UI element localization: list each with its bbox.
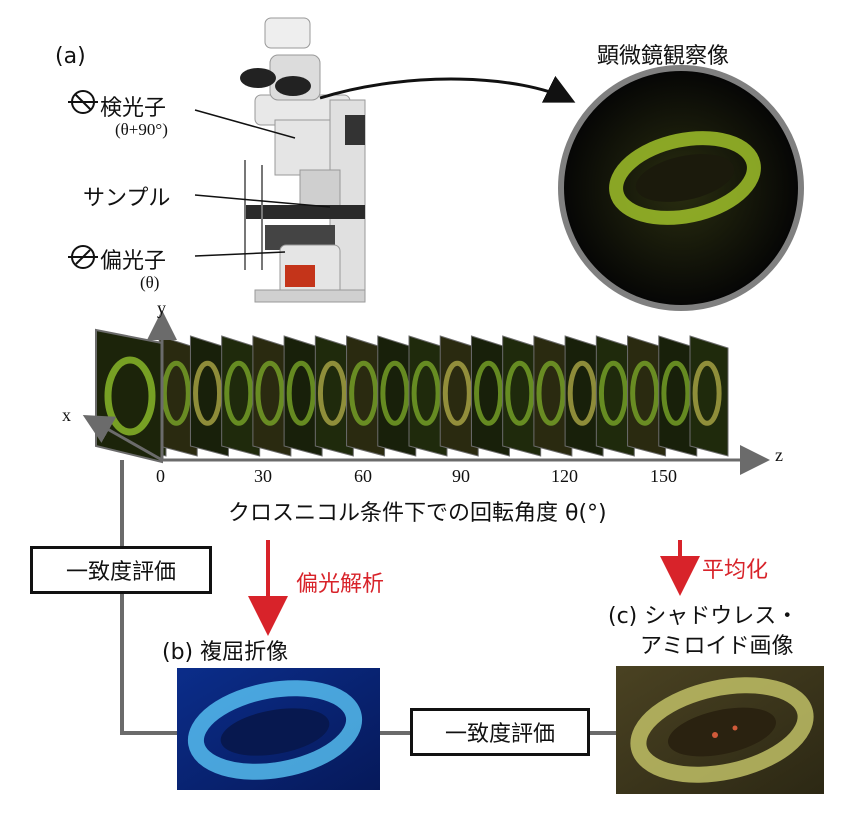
- image-stack: [95, 328, 729, 464]
- angle-tick-label: 90: [452, 466, 470, 486]
- stack-frame-tissue: [411, 360, 441, 426]
- angle-tick-label: 120: [551, 466, 578, 486]
- analyzer-leader-line: [194, 109, 296, 139]
- angle-tick-label: 0: [156, 466, 165, 486]
- stack-frame-tissue: [286, 360, 316, 426]
- stack-frame-tissue: [661, 360, 691, 426]
- angle-tick-label: 30: [254, 466, 272, 486]
- angle-axis-label: クロスニコル条件下での回転角度 θ(°): [228, 501, 607, 526]
- stack-frame-tissue: [161, 360, 191, 426]
- panel-b-title: (b) 複屈折像: [162, 640, 289, 665]
- stack-frame-tissue: [442, 360, 472, 426]
- angle-tick-label: 60: [354, 466, 372, 486]
- birefringence-arrow-label: 偏光解析: [296, 572, 385, 597]
- analyzer-angle-label: (θ+90°): [115, 120, 168, 139]
- stack-frame-tissue: [692, 360, 722, 426]
- stack-frame-tissue: [474, 360, 504, 426]
- panel-a-label: (a): [55, 44, 86, 69]
- observation-arrow: [319, 75, 576, 103]
- polarizer-angle-label: (θ): [140, 273, 160, 292]
- stack-frame-tissue: [380, 360, 410, 426]
- stack-frame-tissue: [255, 360, 285, 426]
- x-axis-label: x: [62, 405, 71, 425]
- y-axis-label: y: [157, 298, 166, 318]
- stack-frame-tissue: [224, 360, 254, 426]
- stack-frame-tissue: [193, 360, 223, 426]
- polarizer-label: 偏光子: [100, 249, 167, 274]
- analyzer-label: 検光子: [100, 96, 167, 121]
- agreement-box-bottom: 一致度評価: [410, 708, 590, 756]
- agreement-box-left: 一致度評価: [30, 546, 212, 594]
- analyzer-symbol-icon: [68, 90, 98, 114]
- stack-frame-tissue: [505, 360, 535, 426]
- x-axis: [82, 415, 163, 462]
- stack-frame-tissue: [630, 360, 660, 426]
- left-connector-line: [120, 460, 177, 735]
- birefringence-image: [177, 668, 380, 790]
- microscope-view-image: [558, 65, 804, 311]
- angle-tick-label: 150: [650, 466, 677, 486]
- stack-frame-tissue: [598, 360, 628, 426]
- polarizer-symbol-icon: [68, 245, 98, 269]
- stack-frame-tissue: [317, 360, 347, 426]
- panel-c-title-line2: アミロイド画像: [640, 634, 794, 659]
- stack-front-tissue: [104, 356, 156, 436]
- stack-frame-tissue: [567, 360, 597, 426]
- stack-frame-tissue: [349, 360, 379, 426]
- polarizer-leader-line: [194, 251, 286, 257]
- sample-leader-line: [194, 194, 331, 208]
- average-arrow-label: 平均化: [702, 558, 769, 583]
- sample-label: サンプル: [83, 186, 171, 211]
- microscope-illustration: [240, 17, 366, 303]
- z-axis-label: z: [775, 445, 783, 465]
- panel-c-title-line1: (c) シャドウレス・: [608, 604, 799, 629]
- stack-frame-tissue: [536, 360, 566, 426]
- shadowless-amyloid-image: [616, 666, 824, 794]
- microscope-view-title: 顕微鏡観察像: [597, 44, 730, 69]
